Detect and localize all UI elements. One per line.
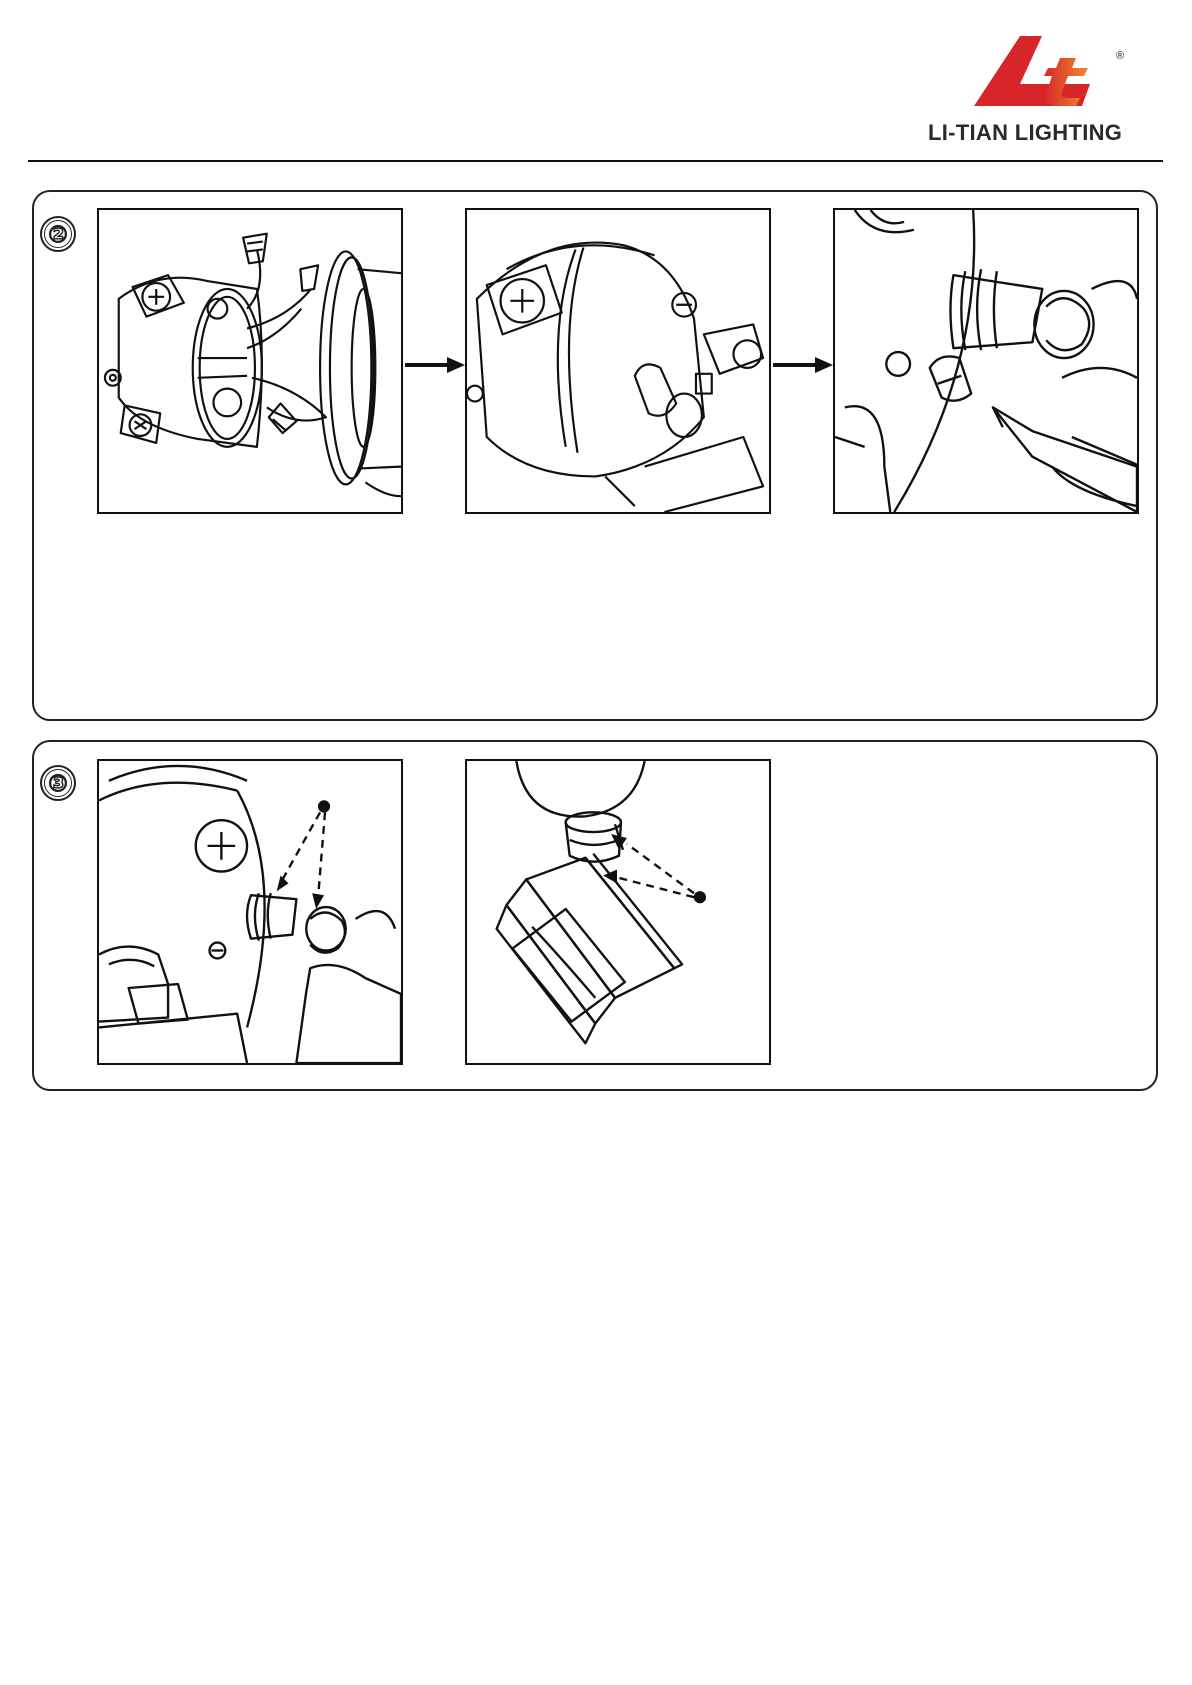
brand-logo: ® LI-TIAN LIGHTING: [920, 36, 1170, 146]
step-number: ③: [40, 765, 76, 801]
adjust-lamp-head-illustration: [99, 761, 401, 1063]
panel-screwdriver-tightening: [833, 208, 1139, 514]
fixture-mounted-illustration: [467, 210, 769, 512]
arrow-right-icon: [773, 355, 833, 375]
panel-junction-box-wiring: [97, 208, 403, 514]
panel-fixture-mounted: [465, 208, 771, 514]
lt-logo-icon: [972, 36, 1122, 110]
junction-box-illustration: [99, 210, 401, 512]
adjust-sensor-head-illustration: [467, 761, 769, 1063]
panel-adjust-sensor-head: [465, 759, 771, 1065]
arrow-right-icon: [405, 355, 465, 375]
screwdriver-illustration: [835, 210, 1137, 512]
header-divider: [28, 160, 1163, 162]
panel-adjust-lamp-head: [97, 759, 403, 1065]
step-number: ②: [40, 216, 76, 252]
brand-name: LI-TIAN LIGHTING: [928, 120, 1122, 146]
registered-mark: ®: [1116, 50, 1124, 62]
